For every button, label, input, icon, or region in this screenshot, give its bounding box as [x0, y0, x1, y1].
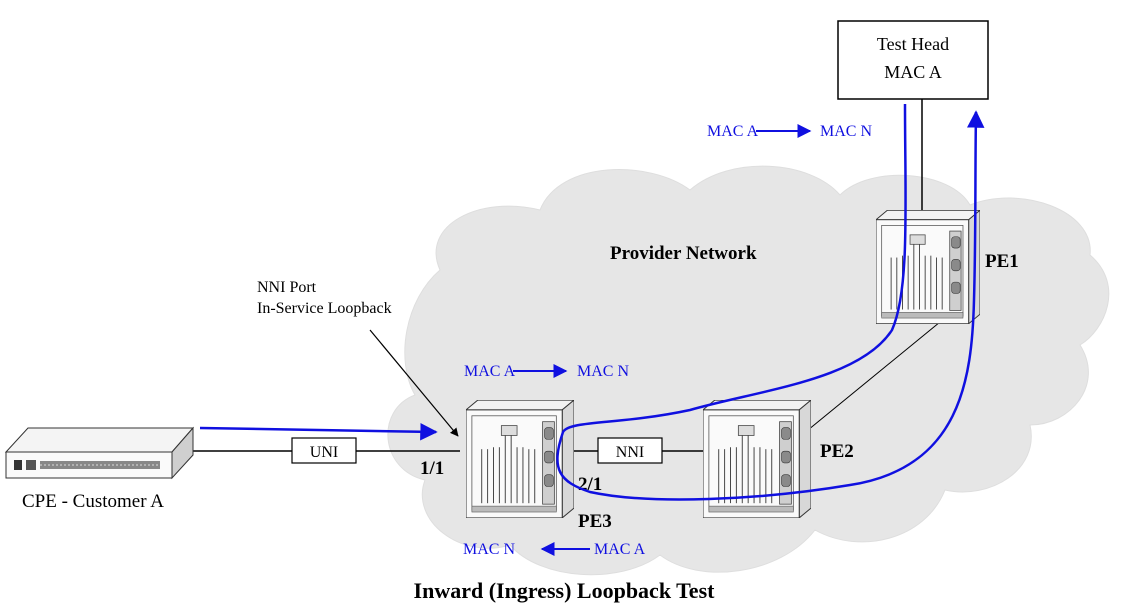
cloud-label: Provider Network: [610, 243, 757, 264]
pe2-label: PE2: [820, 441, 854, 462]
annotation-line1: NNI Port: [257, 279, 317, 296]
test-head-label: Test Head: [877, 34, 949, 54]
pe1-pe2-link: [807, 321, 941, 431]
test-head-mac: MAC A: [884, 62, 942, 82]
flow-top-to: MAC N: [820, 123, 872, 140]
flow-bottom-from: MAC N: [463, 541, 515, 558]
annotation-pointer: [369, 329, 459, 437]
pe1-label: PE1: [985, 251, 1019, 272]
loopback-flow-path: [556, 103, 985, 501]
flow-bottom-to: MAC A: [594, 541, 646, 558]
flow-middle-from: MAC A: [464, 363, 516, 380]
uni-label: UNI: [310, 444, 338, 461]
pe2-chassis: [703, 400, 811, 518]
diagram-caption: Inward (Ingress) Loopback Test: [414, 578, 716, 603]
flow-middle-to: MAC N: [577, 363, 629, 380]
annotation-line2: In-Service Loopback: [257, 300, 392, 317]
pe1-chassis: [876, 210, 980, 324]
flow-top-from: MAC A: [707, 123, 759, 140]
pe3-label: PE3: [578, 511, 612, 532]
test-head-box: [837, 20, 989, 100]
cpe-label: CPE - Customer A: [22, 491, 164, 512]
port-1-1-label: 1/1: [420, 458, 444, 479]
nni-label: NNI: [616, 444, 644, 461]
uni-box: [291, 437, 357, 464]
cpe-ingress-arrow: [199, 422, 438, 441]
cpe-device: [4, 426, 195, 480]
nni-box: [597, 437, 663, 464]
